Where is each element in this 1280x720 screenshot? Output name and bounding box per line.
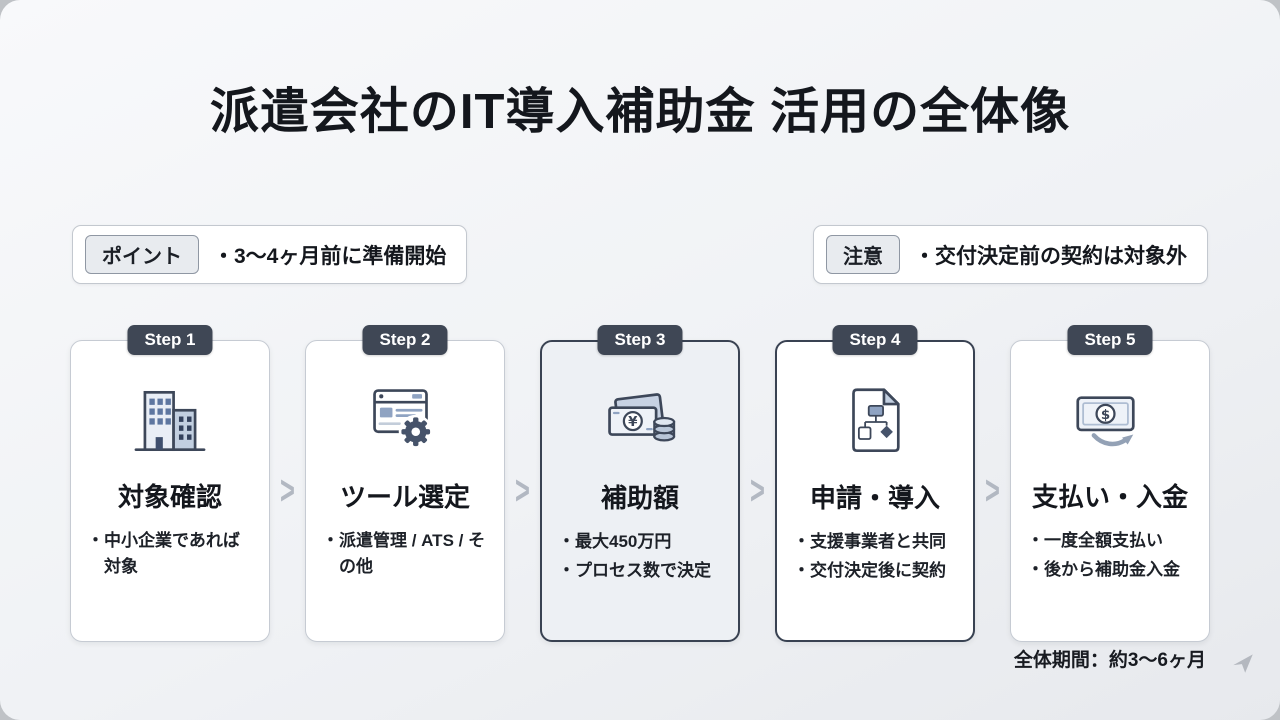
step-card-2: Step 2 <box>305 325 505 642</box>
decoration-arrow-icon <box>1230 650 1256 676</box>
step-2-line-1: ・派遣管理 / ATS / その他 <box>322 531 486 576</box>
step-card-4: Step 4 申請・導入 ・支援事業者と共同 ・交付決定後に契約 <box>775 325 975 642</box>
step-4-line-1: ・支援事業者と共同 <box>793 532 946 551</box>
step-card-3: Step 3 ¥ <box>540 325 740 642</box>
step-4-lines: ・支援事業者と共同 ・交付決定後に契約 <box>777 529 973 583</box>
step-3-title: 補助額 <box>600 483 679 513</box>
step-4-badge: Step 4 <box>832 325 918 355</box>
step-card-1: Step 1 対象確認 <box>70 325 270 642</box>
overall-duration-note: 全体期間：約3〜6ヶ月 <box>1013 650 1206 671</box>
step-4-title: 申請・導入 <box>809 483 940 513</box>
step-2-body: ツール選定 ・派遣管理 / ATS / その他 <box>305 340 505 642</box>
step-4-line-2: ・交付決定後に契約 <box>793 560 946 580</box>
point-text: ・3〜4ヶ月前に準備開始 <box>213 244 447 268</box>
step-3-line-1: ・最大450万円 <box>558 532 672 551</box>
svg-text:$: $ <box>1101 408 1110 423</box>
caution-text: ・交付決定前の契約は対象外 <box>914 244 1187 268</box>
step-1-lines: ・中小企業であれば対象 <box>71 528 269 579</box>
step-5-line-2: ・後から補助金入金 <box>1027 559 1180 579</box>
browser-gear-icon <box>306 375 504 467</box>
step-1-title: 対象確認 <box>117 482 222 512</box>
svg-text:¥: ¥ <box>628 415 638 430</box>
callout-caution: 注意 ・交付決定前の契約は対象外 <box>813 225 1208 284</box>
step-5-title: 支払い・入金 <box>1031 482 1188 512</box>
step-2-badge: Step 2 <box>362 325 448 355</box>
page-title: 派遣会社のIT導入補助金 活用の全体像 <box>209 85 1071 139</box>
step-5-badge: Step 5 <box>1067 325 1153 355</box>
building-icon <box>71 375 269 467</box>
step-2-lines: ・派遣管理 / ATS / その他 <box>306 528 504 579</box>
step-1-badge: Step 1 <box>127 325 213 355</box>
step-4-body: 申請・導入 ・支援事業者と共同 ・交付決定後に契約 <box>775 340 975 642</box>
step-3-badge: Step 3 <box>597 325 683 355</box>
step-3-line-2: ・プロセス数で決定 <box>558 560 711 580</box>
step-3-lines: ・最大450万円 ・プロセス数で決定 <box>542 529 738 583</box>
step-3-body: ¥ 補助額 ・最大450万円 ・プロセス数で決定 <box>540 340 740 642</box>
callout-row: ポイント ・3〜4ヶ月前に準備開始 注意 ・交付決定前の契約は対象外 <box>72 225 1208 284</box>
step-1-line-1: ・中小企業であれば対象 <box>87 531 240 576</box>
chevron-right-icon: > <box>515 469 530 514</box>
yen-banknotes-icon: ¥ <box>542 376 738 468</box>
chevron-right-icon: > <box>985 469 1000 514</box>
point-badge: ポイント <box>85 235 199 274</box>
step-card-5: Step 5 $ 支払い・入金 ・一度全額支払い ・後から補助金入金 <box>1010 325 1210 642</box>
callout-point: ポイント ・3〜4ヶ月前に準備開始 <box>72 225 468 284</box>
step-2-title: ツール選定 <box>339 482 470 512</box>
caution-badge: 注意 <box>826 235 900 274</box>
chevron-right-icon: > <box>750 469 765 514</box>
flowchart-document-icon <box>777 376 973 468</box>
steps-row: Step 1 対象確認 <box>70 325 1210 642</box>
dollar-payment-icon: $ <box>1011 375 1209 467</box>
step-5-body: $ 支払い・入金 ・一度全額支払い ・後から補助金入金 <box>1010 340 1210 642</box>
chevron-right-icon: > <box>280 469 295 514</box>
step-5-line-1: ・一度全額支払い <box>1027 531 1163 550</box>
step-5-lines: ・一度全額支払い ・後から補助金入金 <box>1011 528 1209 582</box>
step-1-body: 対象確認 ・中小企業であれば対象 <box>70 340 270 642</box>
